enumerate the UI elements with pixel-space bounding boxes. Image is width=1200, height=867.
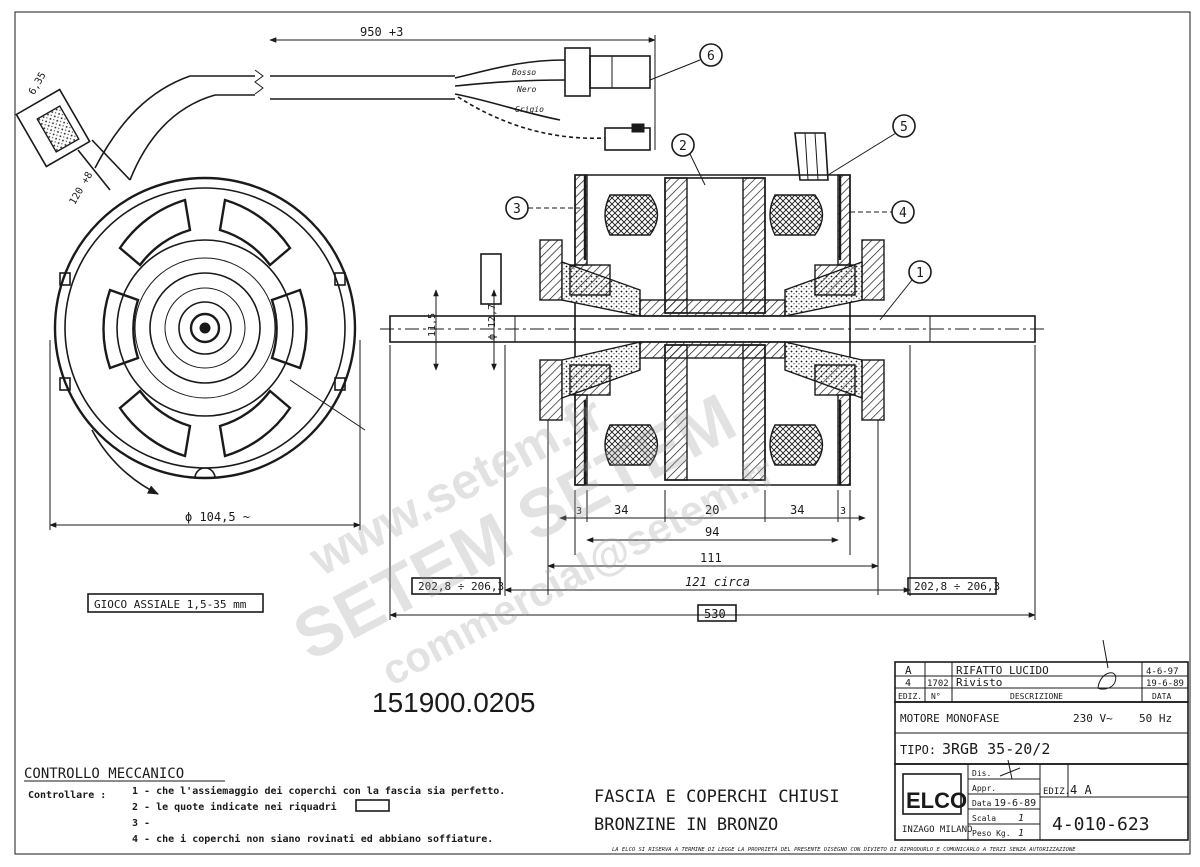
svg-text:950 +3: 950 +3 — [360, 25, 403, 39]
svg-text:20: 20 — [705, 503, 719, 517]
svg-text:INZAGO MILANO: INZAGO MILANO — [902, 825, 972, 835]
svg-text:Peso Kg.: Peso Kg. — [972, 829, 1011, 838]
svg-text:34: 34 — [790, 503, 804, 517]
svg-text:11,5: 11,5 — [427, 313, 438, 337]
svg-text:ϕ 12,7: ϕ 12,7 — [487, 304, 498, 340]
title-block: ELCO INZAGO MILANO Dis. Appr. Data 19-6-… — [894, 759, 1189, 841]
dim-connector-width: 6,35 — [27, 71, 49, 97]
note-line-1: FASCIA E COPERCHI CHIUSI — [594, 787, 840, 807]
svg-text:94: 94 — [705, 525, 719, 539]
elco-logo — [902, 773, 962, 815]
callouts: 1 2 3 4 5 6 — [505, 43, 932, 321]
wire-label-red: Bosso — [512, 68, 536, 77]
svg-text:19-6-89: 19-6-89 — [1146, 679, 1184, 689]
footer-disclaimer: LA ELCO SI RISERVA A TERMINE DI LEGGE LA… — [612, 846, 1076, 853]
note-line-2: BRONZINE IN BRONZO — [594, 815, 778, 835]
axial-play-box — [87, 593, 264, 613]
svg-text:3: 3 — [840, 506, 846, 517]
callout-4: 4 — [899, 206, 907, 221]
svg-text:1 - che l'assiemaggio dei cope: 1 - che l'assiemaggio dei coperchi con l… — [132, 785, 505, 797]
controllo-meccanico: CONTROLLO MECCANICO Controllare : 1 - ch… — [24, 766, 505, 845]
axial-play-note: GIOCO ASSIALE 1,5-35 mm — [94, 598, 247, 611]
callout-5: 5 — [900, 120, 908, 135]
svg-text:DESCRIZIONE: DESCRIZIONE — [1010, 692, 1063, 701]
section-view — [380, 132, 1045, 486]
svg-text:Appr.: Appr. — [972, 784, 996, 793]
svg-text:2 - le quote indicate nei riq: 2 - le quote indicate nei riquadri — [132, 801, 337, 813]
motor-type: 3RGB 35-20/2 — [942, 740, 1050, 758]
callout-6: 6 — [707, 49, 715, 64]
svg-text:RIFATTO LUCIDO: RIFATTO LUCIDO — [956, 664, 1049, 677]
dim-shaft-right: 202,8 ÷ 206,3 — [914, 580, 1000, 593]
drawing-number: 151900.0205 — [372, 687, 536, 718]
svg-text:4: 4 — [905, 678, 911, 689]
callout-3: 3 — [513, 202, 521, 217]
svg-text:Controllare :: Controllare : — [28, 790, 106, 801]
svg-text:Scala: Scala — [972, 814, 996, 823]
svg-text:Rivisto: Rivisto — [956, 676, 1002, 689]
revision-table: A RIFATTO LUCIDO 4-6-97 4 1702 Rivisto 1… — [894, 639, 1189, 703]
dim-axial-chain: 3 34 20 34 3 94 111 121 circa 202,8 ÷ 20… — [389, 345, 1036, 622]
front-view — [53, 176, 366, 495]
edition-value: 4 A — [1070, 783, 1092, 797]
svg-text:EDIZ.: EDIZ. — [898, 692, 922, 701]
svg-text:TIPO:: TIPO: — [900, 743, 936, 757]
dim-cable-length: 950 +3 — [269, 25, 656, 150]
controllo-title: CONTROLLO MECCANICO — [24, 766, 184, 782]
dim-cable-angle: 120 +8 — [68, 170, 96, 207]
svg-text:1: 1 — [1018, 813, 1024, 824]
wire-label-black: Nero — [516, 85, 536, 94]
svg-text:4-6-97: 4-6-97 — [1146, 667, 1179, 677]
svg-text:1702: 1702 — [927, 679, 949, 689]
svg-text:Dis.: Dis. — [972, 769, 991, 778]
svg-text:230 V~: 230 V~ — [1073, 712, 1113, 725]
svg-text:19-6-89: 19-6-89 — [994, 798, 1036, 809]
callout-1: 1 — [916, 266, 924, 281]
dim-shaft-diameters: 11,5 ϕ 12,7 — [427, 289, 498, 371]
svg-text:3: 3 — [576, 506, 582, 517]
svg-text:DATA: DATA — [1152, 692, 1171, 701]
svg-text:4 - che i coperchi non siano r: 4 - che i coperchi non siano rovinati ed… — [132, 833, 493, 845]
cable-assembly — [15, 47, 651, 191]
svg-text:Data: Data — [972, 799, 991, 808]
dim-shaft-left: 202,8 ÷ 206,3 — [418, 580, 504, 593]
svg-text:1: 1 — [1018, 828, 1024, 839]
svg-text:ϕ 104,5 ~: ϕ 104,5 ~ — [185, 510, 250, 524]
svg-text:50 Hz: 50 Hz — [1139, 712, 1172, 725]
svg-text:3 -: 3 - — [132, 818, 150, 829]
svg-text:121 circa: 121 circa — [685, 575, 750, 589]
svg-text:MOTORE MONOFASE: MOTORE MONOFASE — [900, 712, 999, 725]
callout-2: 2 — [679, 139, 687, 154]
wire-label-grey: Grigio — [515, 105, 544, 114]
part-number: 4-010-623 — [1052, 814, 1150, 835]
motor-description: MOTORE MONOFASE 230 V~ 50 Hz TIPO: 3RGB … — [894, 701, 1189, 765]
svg-text:111: 111 — [700, 551, 722, 565]
svg-text:EDIZ.: EDIZ. — [1043, 787, 1070, 797]
svg-text:A: A — [905, 664, 912, 677]
dim-front-diameter: ϕ 104,5 ~ — [49, 340, 361, 530]
svg-text:34: 34 — [614, 503, 628, 517]
svg-text:ELCO: ELCO — [906, 788, 967, 813]
dim-overall: 530 — [704, 607, 726, 621]
svg-text:N°: N° — [931, 692, 941, 701]
sheet-border — [14, 11, 1191, 855]
